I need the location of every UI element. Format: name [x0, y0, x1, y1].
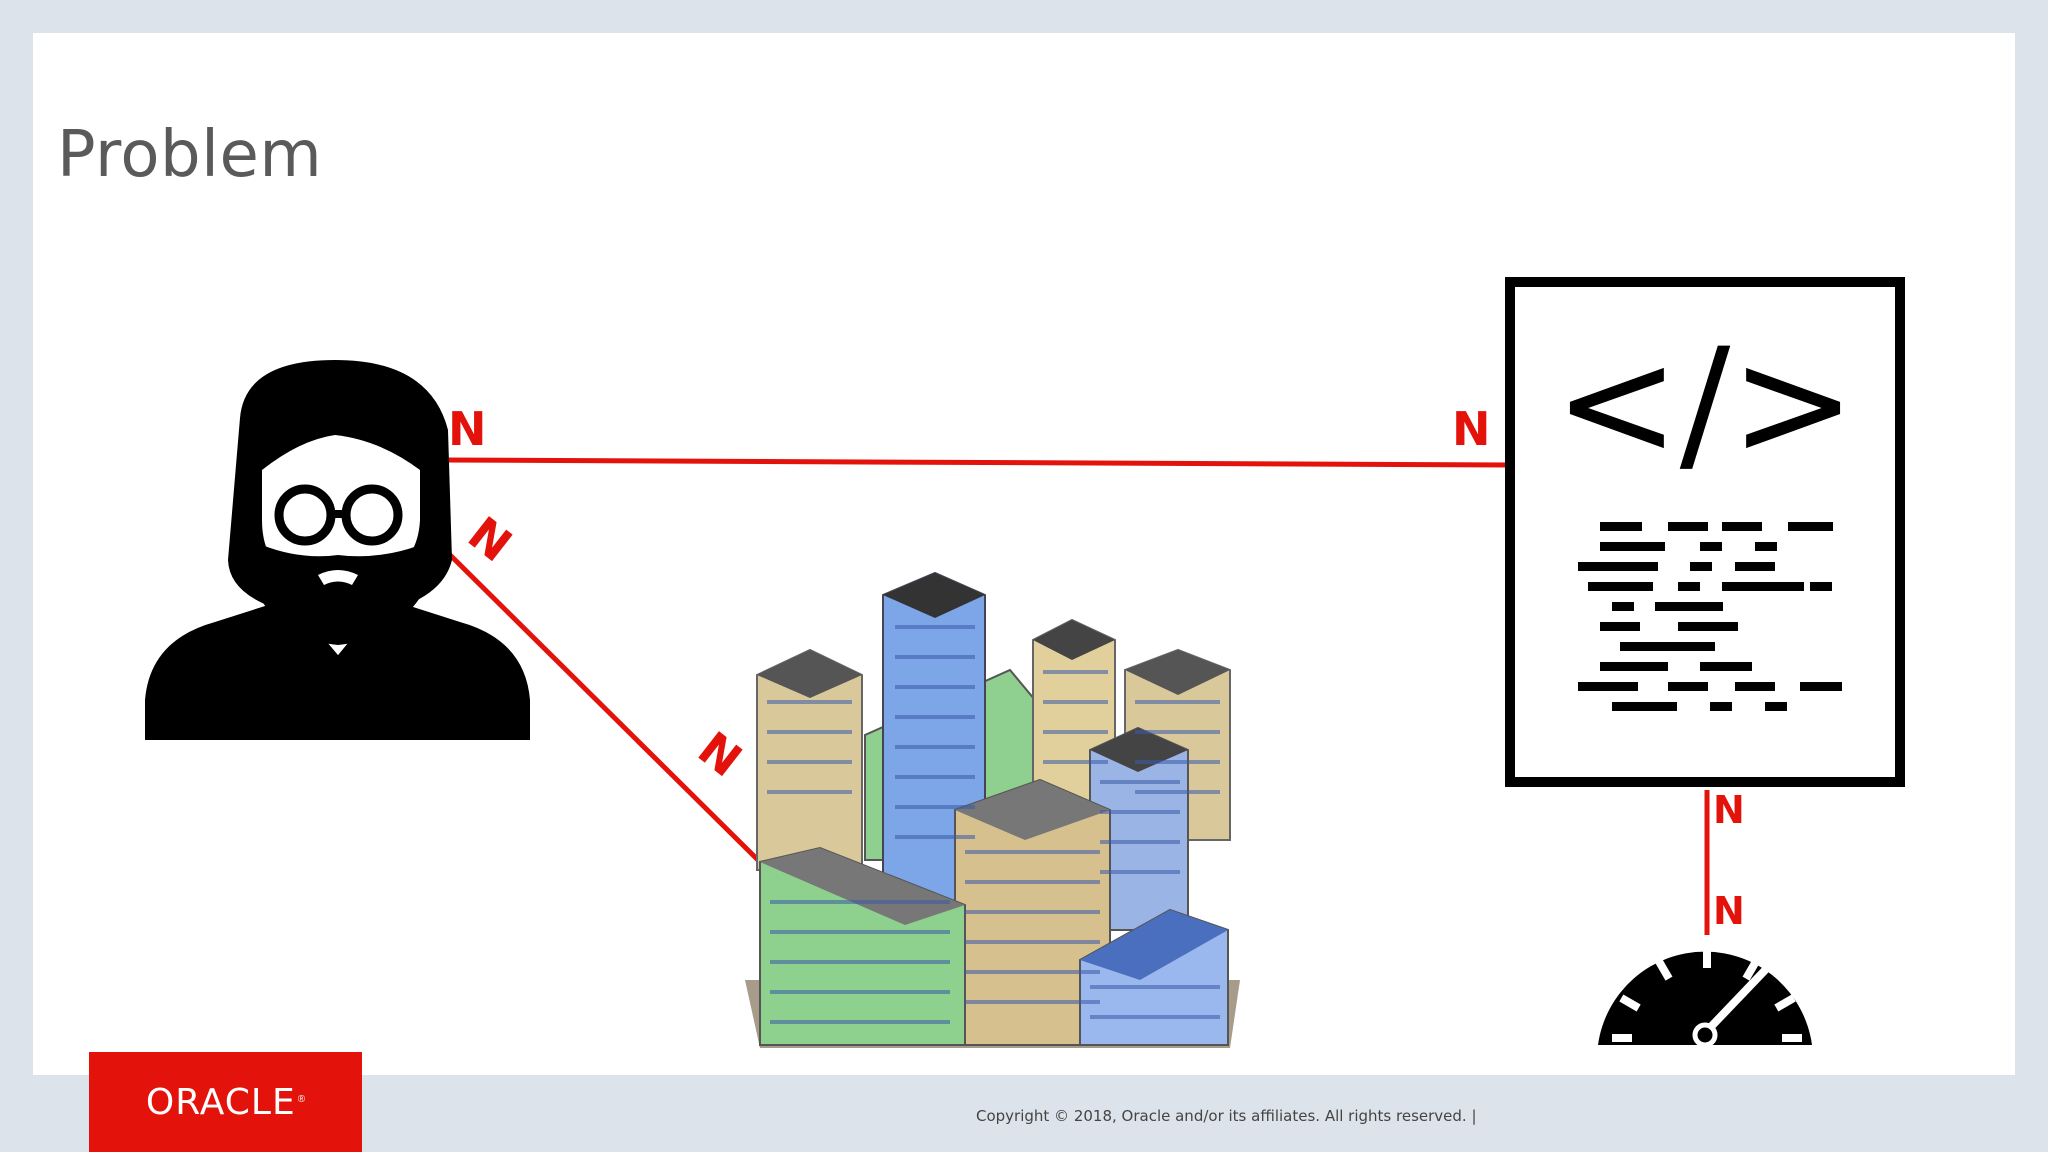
person-icon — [145, 360, 530, 740]
edge-label-person-document-end: N — [1452, 402, 1491, 456]
oracle-logo-text: ORACLE — [145, 1081, 296, 1123]
registered-mark: ® — [297, 1093, 306, 1105]
edge-person-buildings — [438, 543, 762, 864]
code-symbol: </> — [1554, 317, 1856, 491]
edge-label-person-buildings-start: N — [458, 506, 522, 572]
code-document-icon: </> — [1505, 277, 1905, 787]
edge-label-person-document-start: N — [448, 402, 487, 456]
edge-label-document-speedometer-end: N — [1713, 889, 1745, 933]
edge-person-document — [444, 457, 1511, 468]
edge-label-document-speedometer-start: N — [1713, 788, 1745, 832]
oracle-logo: ORACLE® — [89, 1052, 362, 1152]
speedometer-icon — [1598, 948, 1812, 1048]
buildings-icon — [745, 571, 1240, 1048]
slide-title: Problem — [57, 118, 323, 192]
edge-label-person-buildings-end: N — [688, 721, 752, 787]
copyright-footer: Copyright © 2018, Oracle and/or its affi… — [976, 1107, 1477, 1125]
